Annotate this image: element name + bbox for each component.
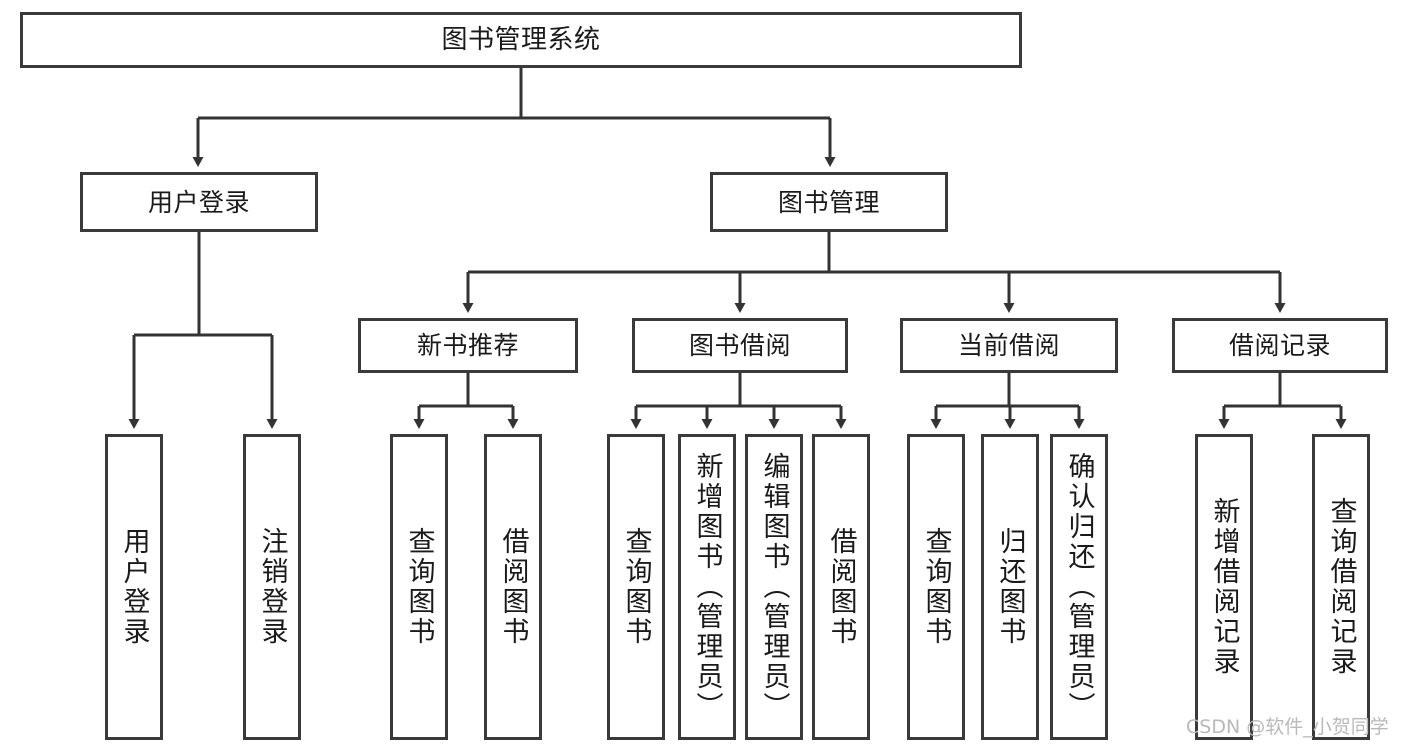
node-add-borrow-record[interactable]: 新增借阅记录 — [1195, 434, 1253, 740]
node-query-borrow-record[interactable]: 查询借阅记录 — [1312, 434, 1370, 740]
node-label: 借阅图书 — [825, 527, 857, 647]
node-query-book-2[interactable]: 查询图书 — [607, 434, 665, 740]
node-borrow-record[interactable]: 借阅记录 — [1172, 318, 1388, 373]
node-label: 当前借阅 — [957, 331, 1060, 360]
node-user-logout-leaf[interactable]: 注销登录 — [243, 434, 301, 740]
node-label: 新增借阅记录 — [1208, 497, 1240, 677]
csdn-watermark: CSDN @软件_小贺同学 — [1186, 716, 1389, 738]
node-book-management[interactable]: 图书管理 — [710, 172, 948, 232]
node-borrow-book-1[interactable]: 借阅图书 — [484, 434, 542, 740]
node-label: 查询图书 — [403, 527, 435, 647]
node-return-book[interactable]: 归还图书 — [981, 434, 1039, 740]
node-label: 查询图书 — [620, 527, 652, 647]
node-label: 确认归还（管理员） — [1063, 452, 1095, 722]
node-borrow-book-2[interactable]: 借阅图书 — [812, 434, 870, 740]
node-edit-book[interactable]: 编辑图书（管理员） — [745, 434, 803, 740]
node-label: 新增图书（管理员） — [691, 452, 723, 722]
node-root-system[interactable]: 图书管理系统 — [20, 12, 1022, 68]
node-user-login[interactable]: 用户登录 — [80, 172, 318, 232]
node-label: 归还图书 — [994, 527, 1026, 647]
node-label: 新书推荐 — [416, 331, 519, 360]
node-label: 借阅图书 — [497, 527, 529, 647]
node-new-book-recommend[interactable]: 新书推荐 — [358, 318, 578, 373]
node-label: 用户登录 — [147, 187, 250, 217]
node-label: 图书管理系统 — [441, 24, 601, 55]
node-label: 用户登录 — [118, 527, 150, 647]
node-label: 查询图书 — [920, 527, 952, 647]
node-label: 查询借阅记录 — [1325, 497, 1357, 677]
node-confirm-return[interactable]: 确认归还（管理员） — [1050, 434, 1108, 740]
node-label: 图书借阅 — [688, 331, 791, 360]
node-label: 编辑图书（管理员） — [758, 452, 790, 722]
node-label: 借阅记录 — [1228, 331, 1331, 360]
node-add-book[interactable]: 新增图书（管理员） — [678, 434, 736, 740]
node-label: 图书管理 — [777, 187, 880, 217]
node-current-borrow[interactable]: 当前借阅 — [900, 318, 1118, 373]
node-query-book-1[interactable]: 查询图书 — [390, 434, 448, 740]
node-query-book-3[interactable]: 查询图书 — [907, 434, 965, 740]
node-user-login-leaf[interactable]: 用户登录 — [105, 434, 163, 740]
node-label: 注销登录 — [256, 527, 288, 647]
node-book-borrow[interactable]: 图书借阅 — [632, 318, 848, 373]
